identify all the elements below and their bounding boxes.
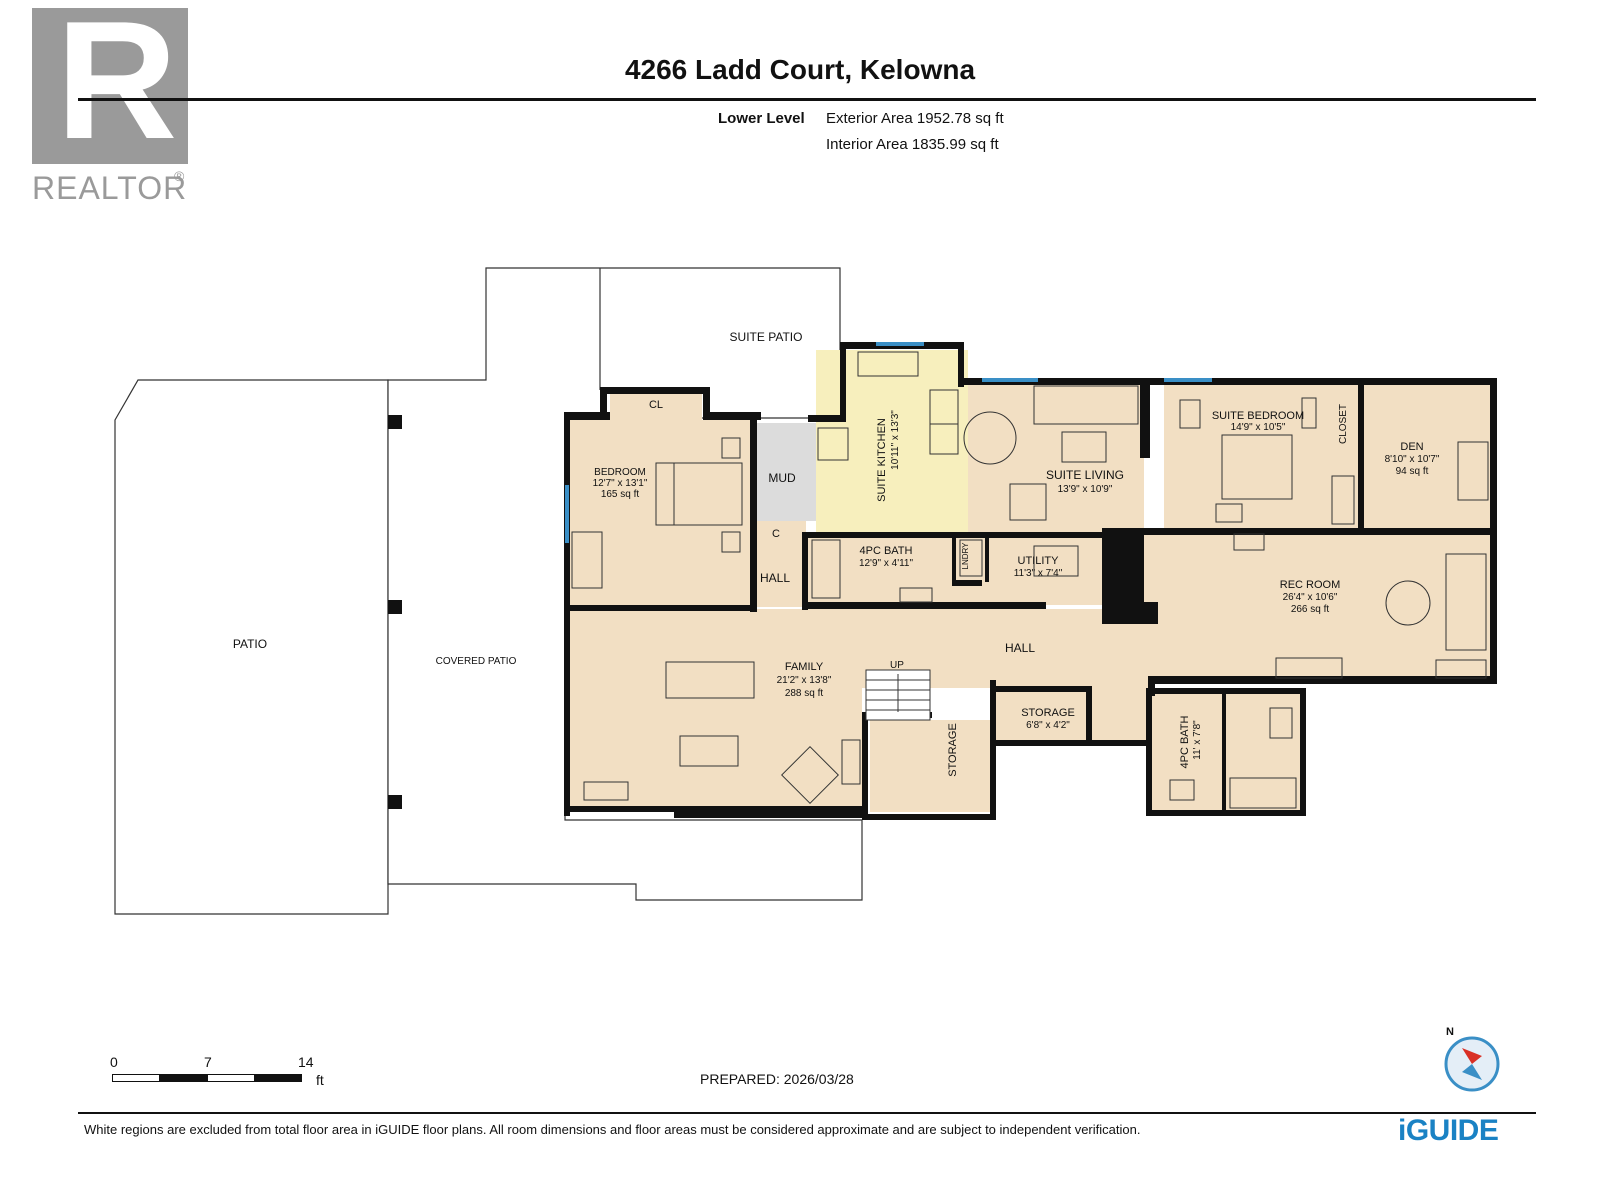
den-name: DEN [1400, 441, 1423, 453]
laundry-label: LNDRY [961, 542, 970, 570]
covered-patio-outline [387, 267, 863, 901]
logo-text: REALTOR [32, 170, 188, 206]
suite-bedroom-floor [1164, 383, 1368, 533]
logo-letter: R [56, 0, 178, 174]
scale-tick-14: 14 [298, 1054, 314, 1070]
scale-segment [159, 1074, 207, 1082]
page-title: 4266 Ladd Court, Kelowna [624, 54, 976, 85]
bath-top-dims: 12'9" x 4'11" [859, 558, 914, 569]
logo-registered-mark: ® [174, 168, 185, 184]
exterior-area: Exterior Area 1952.78 sq ft [826, 110, 1004, 127]
bedroom-floor [570, 420, 754, 606]
realtor-logo: R REALTOR ® [32, 0, 188, 208]
den-dims: 8'10" x 10'7" [1385, 454, 1440, 465]
hall-main-label: HALL [1005, 641, 1035, 655]
suite-bedroom-dims: 14'9" x 10'5" [1231, 422, 1286, 433]
bath-bottom-name: 4PC BATH [1179, 715, 1191, 768]
rec-room-floor [1130, 533, 1494, 681]
scale-tick-0: 0 [110, 1054, 118, 1070]
walls [564, 342, 1497, 820]
utility-name: UTILITY [1018, 555, 1060, 567]
scale-bar: 0 7 14 ft [104, 1054, 344, 1094]
bedroom-name: BEDROOM [594, 467, 646, 478]
patio-post [388, 415, 402, 429]
hall-small-label: HALL [760, 571, 790, 585]
bedroom-area: 165 sq ft [601, 489, 640, 500]
family-hall-floor [570, 609, 1148, 810]
den-area: 94 sq ft [1396, 466, 1429, 477]
closet-floor [610, 393, 702, 420]
storage-name: STORAGE [1021, 707, 1075, 719]
scale-segment [112, 1074, 160, 1082]
window [876, 342, 924, 346]
level-label: Lower Level [718, 110, 805, 127]
storage-vertical-label: STORAGE [947, 723, 959, 777]
den-floor [1368, 383, 1494, 533]
title-divider [78, 98, 1536, 101]
stairs [865, 669, 931, 721]
bedroom-dims: 12'7" x 13'1" [593, 478, 648, 489]
suite-living-floor [968, 383, 1144, 535]
suite-living-dims: 13'9" x 10'9" [1058, 484, 1113, 495]
window [565, 485, 569, 543]
hall-small-floor [756, 521, 806, 607]
mud-floor [756, 423, 816, 521]
compass-icon: N [1432, 1026, 1504, 1098]
closet-label: CLOSET [1338, 404, 1349, 444]
window [982, 378, 1038, 382]
cl-label: CL [649, 399, 663, 411]
scale-segment [254, 1074, 302, 1082]
suite-kitchen-name: SUITE KITCHEN [876, 418, 888, 502]
scale-tick-7: 7 [204, 1054, 212, 1070]
suite-kitchen-dims: 10'11" x 13'3" [890, 410, 901, 470]
compass-north-label: N [1446, 1026, 1454, 1038]
family-dims: 21'2" x 13'8" [777, 675, 832, 686]
suite-bedroom-name: SUITE BEDROOM [1212, 410, 1304, 422]
stairs-up-label: UP [890, 660, 904, 671]
storage-dims: 6'8" x 4'2" [1026, 720, 1070, 731]
bath-bottom-dims: 11' x 7'8" [1192, 720, 1203, 760]
bath-top-name: 4PC BATH [860, 545, 913, 557]
suite-patio-label: SUITE PATIO [730, 330, 803, 344]
storage-floor [996, 690, 1090, 742]
utility-floor [956, 537, 1106, 605]
interior-area: Interior Area 1835.99 sq ft [826, 136, 999, 153]
bath-top-floor [808, 537, 956, 605]
prepared-date: PREPARED: 2026/03/28 [700, 1071, 854, 1087]
patio-post [388, 795, 402, 809]
logo-r-box: R [32, 0, 188, 164]
mud-label: MUD [768, 471, 796, 485]
rec-room-area: 266 sq ft [1291, 604, 1330, 615]
patio-outline [114, 379, 389, 915]
covered-patio-label: COVERED PATIO [436, 656, 517, 667]
suite-living-name: SUITE LIVING [1046, 468, 1124, 482]
rec-room-dims: 26'4" x 10'6" [1283, 592, 1338, 603]
patio-label: PATIO [233, 637, 267, 651]
disclaimer-text: White regions are excluded from total fl… [84, 1122, 1141, 1137]
footer-divider [78, 1112, 1536, 1114]
furniture [571, 351, 1489, 809]
iguide-logo: iGUIDE [1398, 1114, 1499, 1147]
scale-segment [207, 1074, 255, 1082]
family-area: 288 sq ft [785, 688, 824, 699]
c-label: C [772, 528, 780, 540]
patio-post [388, 600, 402, 614]
family-name: FAMILY [785, 661, 824, 673]
utility-dims: 11'3" x 7'4" [1014, 568, 1063, 579]
window [1164, 378, 1212, 382]
rec-room-name: REC ROOM [1280, 579, 1341, 591]
storage-vertical-floor [870, 720, 994, 812]
scale-unit: ft [316, 1072, 324, 1088]
